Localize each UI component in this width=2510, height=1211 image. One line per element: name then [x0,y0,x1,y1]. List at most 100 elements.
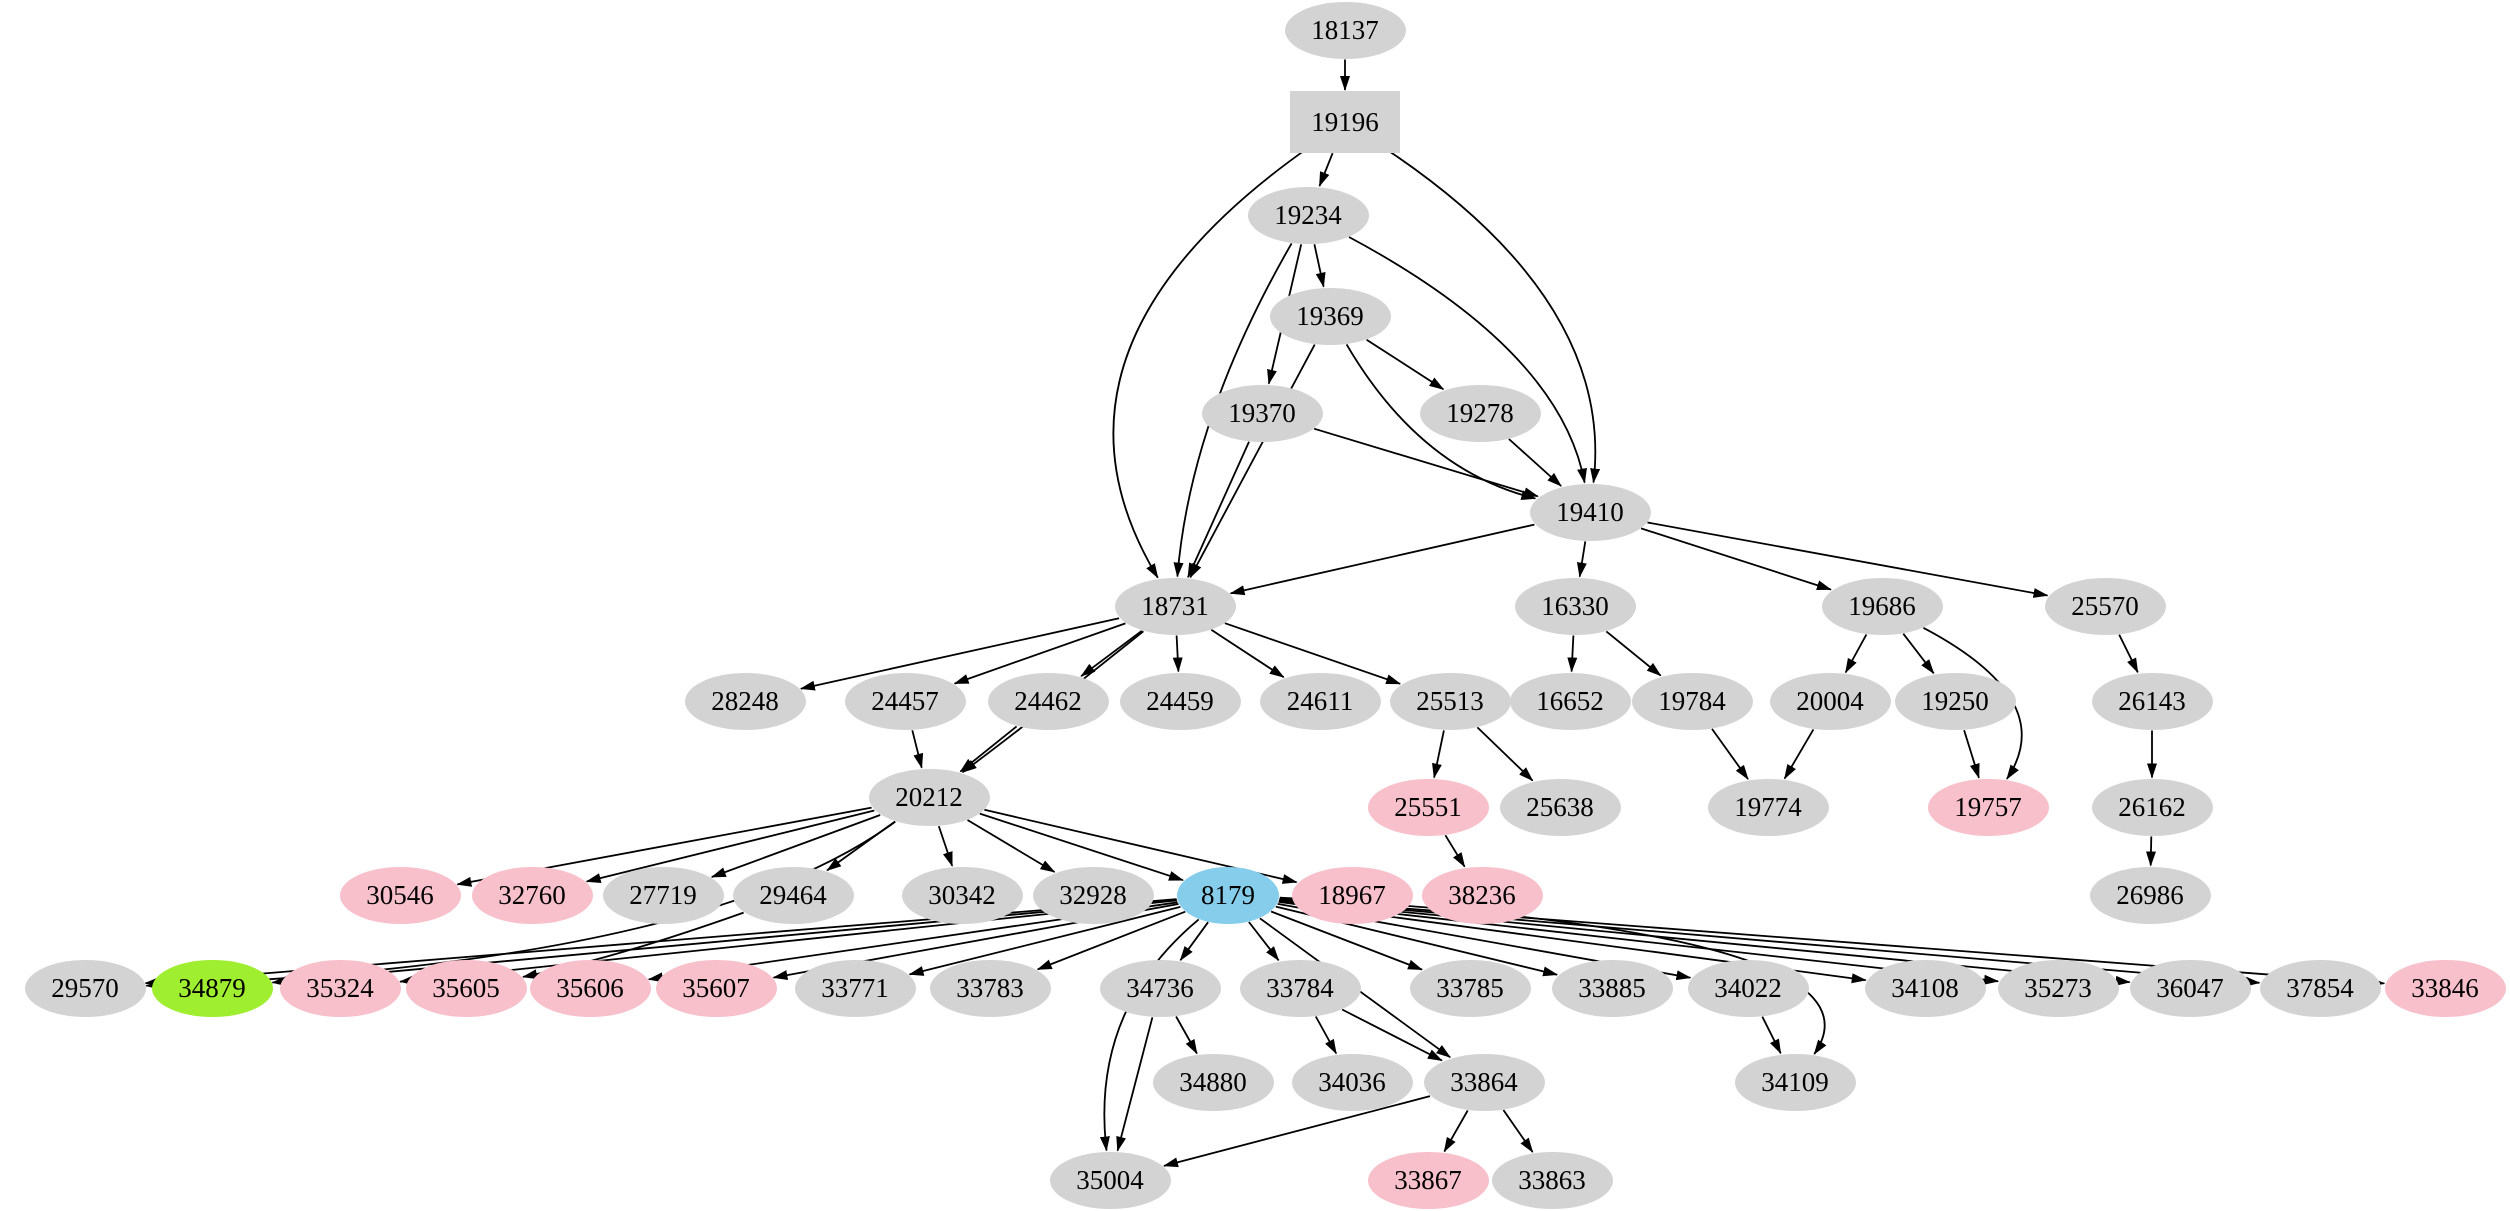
graph-node-35606: 35606 [529,959,651,1017]
graph-node-18731: 18731 [1114,577,1236,635]
edge-18731-24462 [1080,630,1143,677]
graph-node-33771: 33771 [794,959,916,1017]
graph-node-18967: 18967 [1291,866,1413,924]
graph-node-19369: 19369 [1269,287,1391,345]
graph-node-33785: 33785 [1409,959,1531,1017]
edge-8179-33771 [908,906,1181,976]
graph-node-24457: 24457 [844,672,966,730]
graph-node-18137: 18137 [1284,1,1406,59]
edge-19686-19250 [1902,633,1935,675]
edge-25513-25551 [1432,730,1445,779]
edge-20212-8179 [979,812,1184,882]
graph-node-8179: 8179 [1177,866,1279,924]
graph-node-19250: 19250 [1894,672,2016,730]
graph-node-25570: 25570 [2044,577,2166,635]
edge-33864-33863 [1502,1109,1534,1153]
graph-node-20212: 20212 [868,768,990,826]
edge-19369-18731 [1189,344,1316,579]
graph-node-26986: 26986 [2089,866,2211,924]
graph-node-16652: 16652 [1509,672,1631,730]
graph-node-34880: 34880 [1152,1053,1274,1111]
graph-node-32760: 32760 [471,866,593,924]
edge-8179-34736 [1179,921,1209,962]
edge-19196-19410 [1381,145,1601,484]
edge-20004-19774 [1783,728,1815,780]
edge-8179-36047 [1279,899,2131,986]
edge-34736-35004 [1116,1017,1154,1152]
edge-19196-18731 [1112,146,1311,579]
graph-node-34036: 34036 [1291,1053,1413,1111]
edge-16330-16652 [1567,635,1578,673]
edge-19370-18731 [1187,441,1250,579]
graph-node-33783: 33783 [929,959,1051,1017]
graph-node-29570: 29570 [24,959,146,1017]
graph-node-34879: 34879 [151,959,273,1017]
edge-19369-19278 [1366,338,1445,391]
edge-26162-26986 [2145,836,2156,867]
graph-node-24459: 24459 [1119,672,1241,730]
graph-node-35605: 35605 [405,959,527,1017]
graph-node-25638: 25638 [1499,778,1621,836]
edge-19369-19410 [1345,343,1537,500]
edge-20212-32928 [967,819,1056,873]
graph-node-34736: 34736 [1099,959,1221,1017]
graph-node-24611: 24611 [1259,672,1381,730]
graph-node-19234: 19234 [1247,186,1369,244]
edge-19234-19369 [1313,244,1326,288]
graph-node-35607: 35607 [655,959,777,1017]
edge-33864-35004 [1163,1095,1431,1168]
edge-33784-33864 [1341,1008,1443,1062]
edge-19784-19774 [1711,728,1749,780]
edge-24462-20212 [959,725,1018,773]
graph-node-34022: 34022 [1687,959,1809,1017]
edge-18731-24457 [953,622,1126,685]
edge-16330-19784 [1605,630,1662,677]
edge-19410-18731 [1229,523,1535,596]
graph-node-34109: 34109 [1734,1053,1856,1111]
graph-node-36047: 36047 [2129,959,2251,1017]
graph-node-27719: 27719 [602,866,724,924]
graph-node-29464: 29464 [732,866,854,924]
edge-20212-27719 [710,814,881,878]
edge-8179-33783 [1036,910,1186,971]
graph-node-19410: 19410 [1529,483,1651,541]
graph-node-19784: 19784 [1631,672,1753,730]
graph-node-33846: 33846 [2384,959,2506,1017]
graph-node-35273: 35273 [1997,959,2119,1017]
graph-node-35004: 35004 [1049,1151,1171,1209]
edge-33864-33867 [1443,1110,1469,1153]
graph-node-19686: 19686 [1821,577,1943,635]
graph-node-35324: 35324 [279,959,401,1017]
graph-node-33784: 33784 [1239,959,1361,1017]
graph-node-30546: 30546 [339,866,461,924]
edge-25551-38236 [1444,834,1466,868]
graph-node-33863: 33863 [1491,1151,1613,1209]
edge-25513-25638 [1476,726,1534,782]
edge-19410-19686 [1640,527,1832,591]
graph-node-19774: 19774 [1707,778,1829,836]
edge-19410-25570 [1647,521,2049,598]
edge-18731-25513 [1224,622,1402,685]
edge-18731-24459 [1172,635,1183,673]
edge-24457-20212 [911,730,924,769]
graph-node-33885: 33885 [1551,959,1673,1017]
edge-20212-30342 [937,825,954,867]
graph-node-37854: 37854 [2259,959,2381,1017]
edge-19196-19234 [1318,152,1334,187]
edge-34736-34880 [1175,1016,1198,1055]
graph-node-28248: 28248 [684,672,806,730]
graph-node-33867: 33867 [1367,1151,1489,1209]
edge-34022-34109 [1761,1016,1782,1055]
edge-18731-28248 [799,617,1120,691]
edge-19370-19410 [1313,427,1539,498]
edge-19278-19410 [1508,438,1562,487]
edge-25570-26143 [2118,634,2139,674]
graph-node-26143: 26143 [2091,672,2213,730]
graph-node-19196: 19196 [1290,91,1400,153]
edge-19250-19757 [1963,729,1980,779]
graph-node-38236: 38236 [1421,866,1543,924]
graph-node-34108: 34108 [1864,959,1986,1017]
graph-node-16330: 16330 [1514,577,1636,635]
